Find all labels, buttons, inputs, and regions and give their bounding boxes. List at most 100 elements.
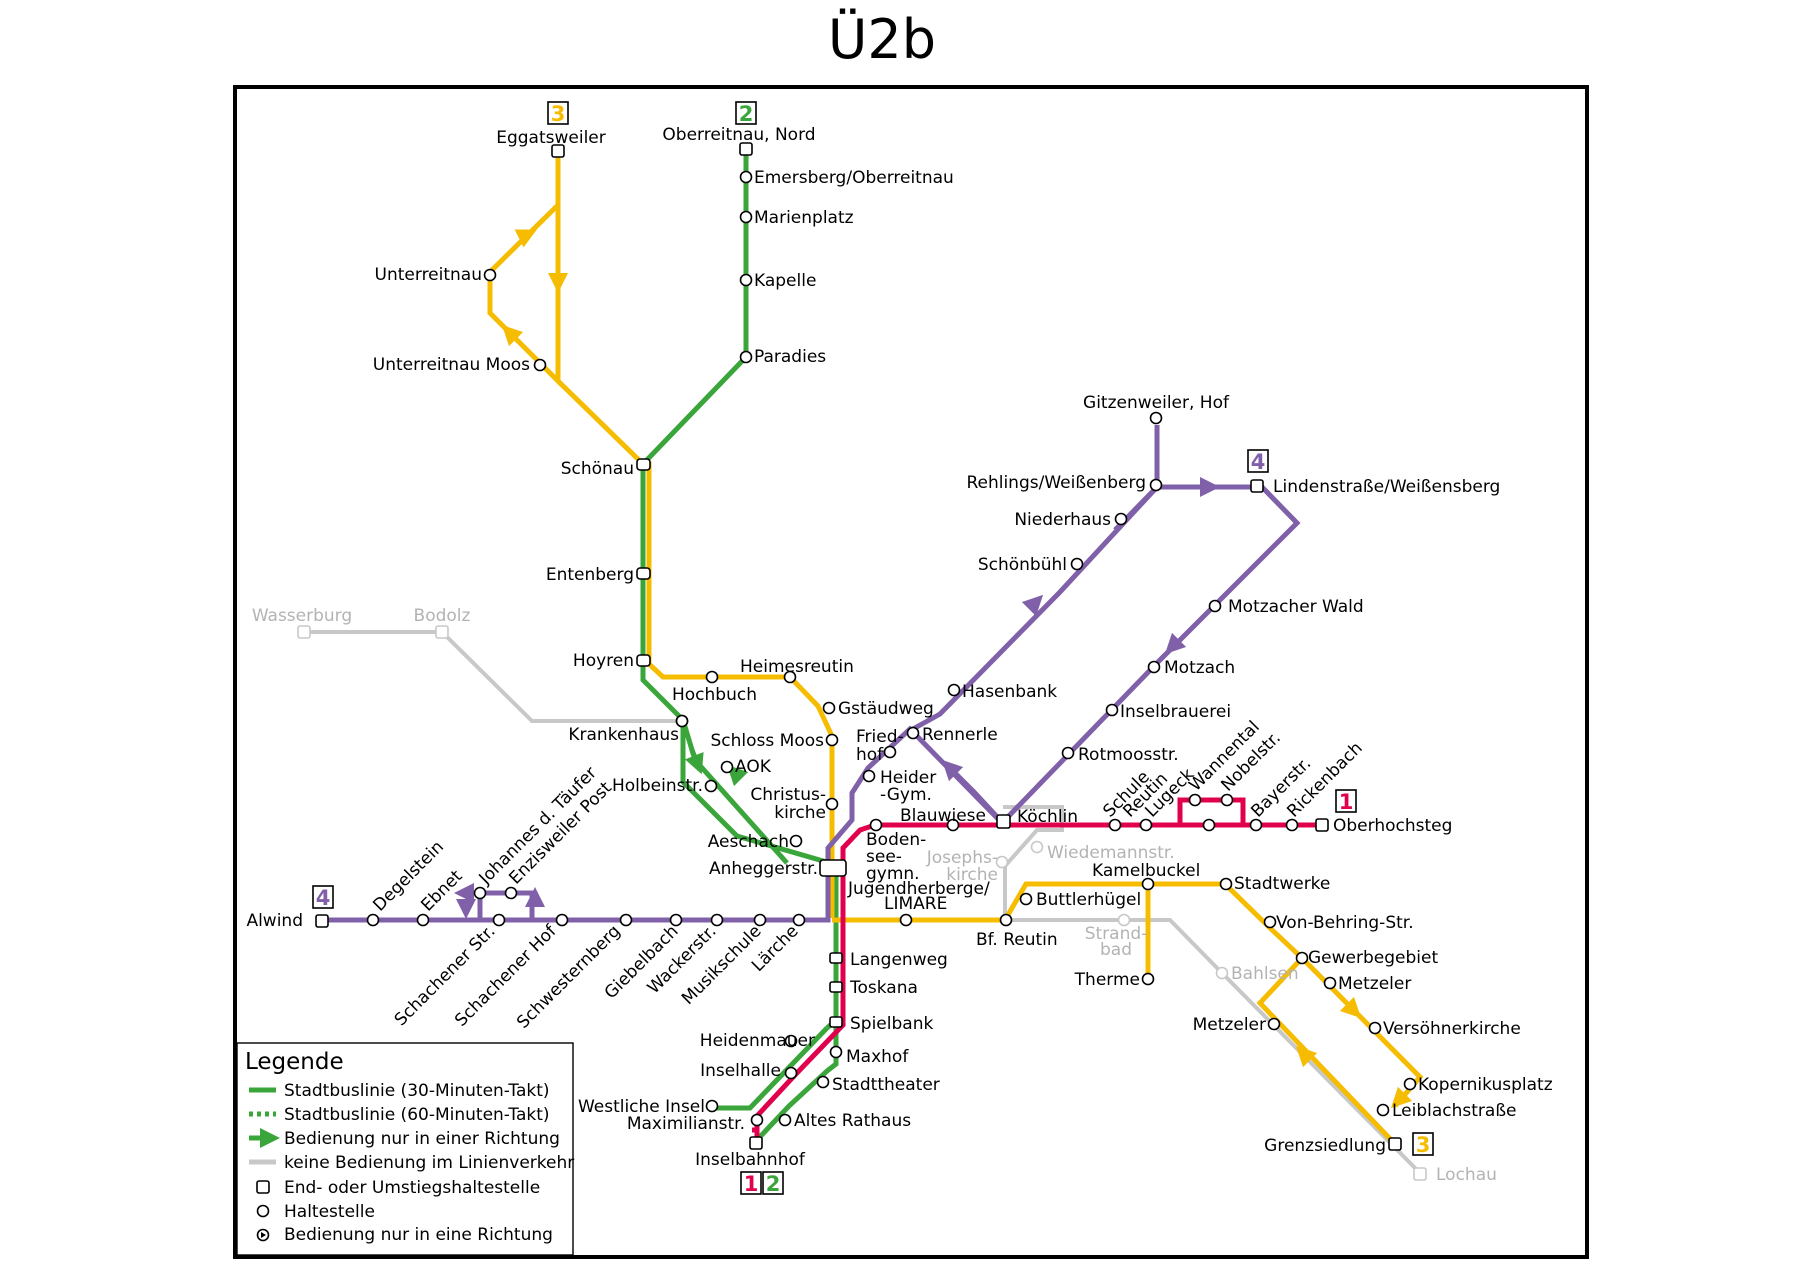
label-bf-reutin: Bf. Reutin [976,930,1058,950]
label-von-behring: Von-Behring-Str. [1276,913,1414,933]
label-versoehnerkirche: Versöhnerkirche [1383,1019,1521,1039]
legend-item-terminal: End- oder Umstiegshaltestelle [284,1178,540,1198]
label-westliche-insel: Westliche Insel [578,1097,705,1117]
station-lochau[interactable] [1413,1167,1427,1181]
station-oberhochsteg[interactable] [1315,818,1329,832]
label-koechlin: Köchlin [1017,807,1078,827]
label-bodensee-1: Boden- [866,830,926,850]
label-marienplatz: Marienplatz [754,208,854,228]
label-holbeinstr: Holbeinstr. [612,776,703,796]
label-toskana: Toskana [849,978,918,998]
label-anheggerstr: Anheggerstr. [709,859,818,879]
label-eggatsweiler: Eggatsweiler [496,128,606,148]
label-alwind: Alwind [246,911,303,931]
label-johannes: Johannes d. Täufer [475,763,601,889]
label-kamelbuckel: Kamelbuckel [1092,861,1200,881]
label-jugendherberge-2: LIMARE [884,894,947,914]
map-title: Ü2b [827,8,937,71]
label-heidenmauer: Heidenmauer [700,1031,815,1051]
station-alwind[interactable] [315,914,329,928]
label-lindenstrasse: Lindenstraße/Weißensberg [1273,477,1500,497]
badge-line-3-bottom: 3 [1416,1133,1431,1157]
legend-item-60min: Stadtbuslinie (60-Minuten-Takt) [284,1105,550,1125]
station-wasserburg[interactable] [297,625,311,639]
label-wiedemannstr: Wiedemannstr. [1047,843,1175,863]
badge-line-2-bottom: 2 [766,1172,781,1196]
label-krankenhaus: Krankenhaus [568,725,679,745]
label-heimesreutin: Heimesreutin [740,657,854,677]
label-christus-1: Christus- [750,785,826,805]
label-rehlings: Rehlings/Weißenberg [966,473,1146,493]
station-toskana[interactable] [829,981,843,993]
station-anheggerstr[interactable] [819,859,847,877]
label-friedhof-1: Fried- [856,727,904,747]
label-maxhof: Maxhof [846,1047,909,1067]
label-jugendherberge-1: Jugendherberge/ [847,879,990,899]
label-kapelle: Kapelle [754,271,816,291]
legend: Legende Stadtbuslinie (30-Minuten-Takt) … [236,1042,574,1256]
label-aeschach: Aeschach [708,832,789,852]
label-schachener-str: Schachener Str. [391,921,500,1030]
station-entenberg[interactable] [636,567,651,580]
label-maximilianstr: Maximilianstr. [627,1114,745,1134]
legend-item-no-service: keine Bedienung im Linienverkehr [284,1153,574,1173]
line-badges: 3 2 4 1 4 3 1 2 [312,101,1434,1196]
label-altes-rathaus: Altes Rathaus [794,1111,911,1131]
label-strandbad-1: Strand- [1085,924,1148,944]
label-friedhof-2: hof [856,745,884,765]
legend-item-one-direction: Bedienung nur in einer Richtung [284,1129,560,1149]
label-buttlerhuegel: Buttlerhügel [1036,890,1141,910]
station-koechlin[interactable] [996,814,1011,829]
station-lindenstrasse[interactable] [1250,479,1264,493]
label-kopernikusplatz: Kopernikusplatz [1418,1075,1553,1095]
badge-line-4-left: 4 [316,886,331,910]
label-leiblachstrasse: Leiblachstraße [1392,1101,1517,1121]
station-grenzsiedlung[interactable] [1388,1137,1402,1151]
label-metzeler-west: Metzeler [1193,1015,1266,1035]
label-strandbad-2: bad [1100,940,1132,960]
station-markers [297,142,1427,1181]
station-inselbahnhof[interactable] [749,1136,763,1150]
legend-item-stop: Haltestelle [284,1202,375,1222]
label-motzach: Motzach [1164,658,1235,678]
label-lochau: Lochau [1436,1165,1497,1185]
label-unterreitnau-moos: Unterreitnau Moos [373,355,530,375]
label-niederhaus: Niederhaus [1014,510,1111,530]
label-josephs-1: Josephs- [926,848,998,868]
label-schoenau: Schönau [561,459,634,479]
badge-line-1-right: 1 [1339,790,1354,814]
label-wasserburg: Wasserburg [252,606,352,626]
label-schoenbuehl: Schönbühl [978,555,1067,575]
label-bodensee-2: see- [866,847,902,867]
map-frame [233,85,1589,1259]
label-gitzenweiler: Gitzenweiler, Hof [1083,393,1230,413]
label-metzeler-east: Metzeler [1338,974,1411,994]
station-oberreitnau[interactable] [739,142,753,156]
station-schoenau[interactable] [636,458,651,471]
legend-title: Legende [245,1049,344,1075]
station-langenweg[interactable] [829,952,843,964]
label-emersberg: Emersberg/Oberreitnau [754,168,954,188]
label-rennerle: Rennerle [922,725,998,745]
badge-line-2-top: 2 [739,102,754,126]
label-entenberg: Entenberg [546,565,634,585]
badge-line-1-bottom: 1 [744,1172,759,1196]
label-therme: Therme [1074,970,1140,990]
label-bodensee-3: gymn. [866,864,920,884]
label-paradies: Paradies [754,347,826,367]
badge-line-4-right: 4 [1251,450,1266,474]
label-hoyren: Hoyren [573,651,634,671]
station-spielbank[interactable] [829,1016,843,1028]
label-langenweg: Langenweg [850,950,948,970]
label-josephs-2: kirche [946,865,998,885]
label-oberhochsteg: Oberhochsteg [1333,816,1452,836]
station-bodolz[interactable] [435,625,449,639]
station-eggatsweiler[interactable] [551,144,565,158]
station-hoyren[interactable] [636,654,651,667]
label-oberreitnau: Oberreitnau, Nord [662,125,815,145]
label-hasenbank: Hasenbank [962,682,1057,702]
station-labels: Eggatsweiler Oberreitnau, Nord Emersberg… [246,125,1552,1185]
legend-item-30min: Stadtbuslinie (30-Minuten-Takt) [284,1081,550,1101]
legend-box [236,1042,574,1256]
